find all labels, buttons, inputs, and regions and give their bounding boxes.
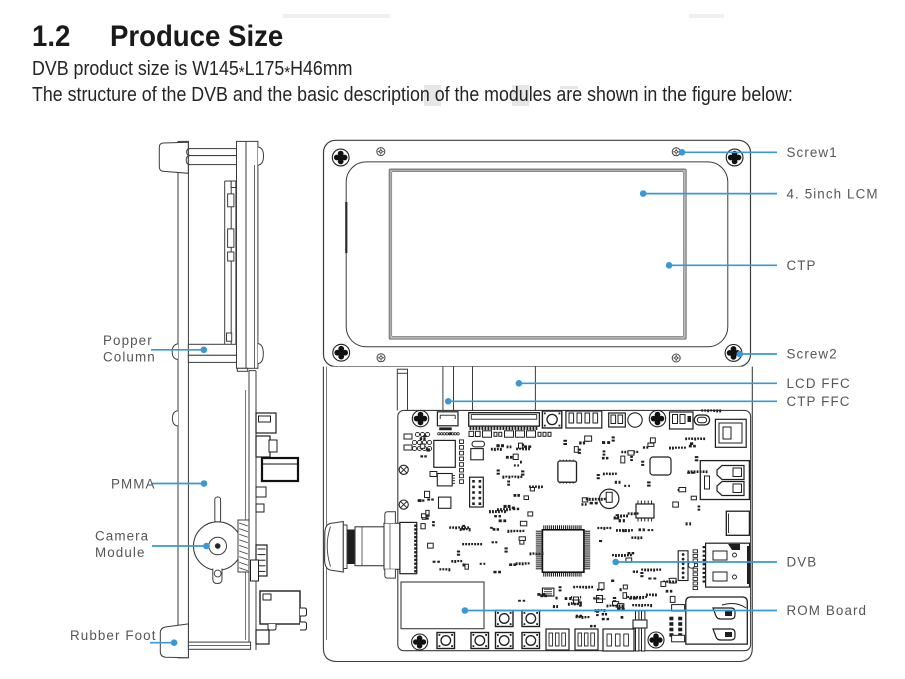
svg-text:4. 5inch LCM: 4. 5inch LCM — [787, 186, 879, 201]
svg-text:DVB: DVB — [787, 555, 818, 570]
svg-text:Rubber Foot: Rubber Foot — [70, 628, 157, 643]
svg-text:Camera: Camera — [95, 529, 149, 544]
svg-text:ROM Board: ROM Board — [787, 603, 868, 618]
svg-text:Screw2: Screw2 — [787, 347, 838, 362]
svg-text:Column: Column — [103, 350, 156, 365]
svg-text:PMMA: PMMA — [111, 476, 156, 491]
svg-text:Module: Module — [95, 545, 146, 560]
svg-text:LCD FFC: LCD FFC — [787, 376, 851, 391]
svg-text:Popper: Popper — [103, 333, 153, 348]
svg-text:CTP: CTP — [787, 258, 817, 273]
svg-text:CTP FFC: CTP FFC — [787, 394, 851, 409]
svg-text:Screw1: Screw1 — [787, 145, 838, 160]
